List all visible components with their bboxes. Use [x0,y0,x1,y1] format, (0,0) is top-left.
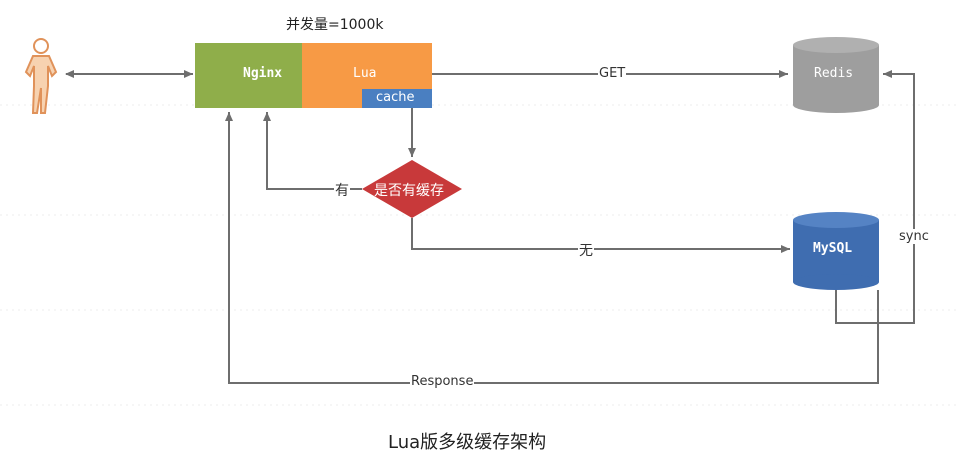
response-label: Response [410,374,475,389]
decision-label: 是否有缓存 [374,183,444,199]
nginx-box [195,43,302,108]
cache-decision-diamond [362,160,462,218]
no-label: 无 [578,240,594,260]
yes-arrow [263,112,362,190]
cache-box [362,89,432,108]
cache-label: cache [376,90,415,105]
get-label: GET [598,66,627,81]
concurrency-label: 并发量=1000k [286,17,384,33]
yes-label: 有 [334,180,350,200]
mysql-label: MySQL [813,241,853,256]
mysql-cylinder [793,212,879,290]
sync-label: sync [897,229,931,244]
redis-label: Redis [814,66,854,81]
redis-cylinder [793,37,879,113]
lua-label: Lua [353,66,377,81]
diagram-caption: Lua版多级缓存架构 [388,432,547,453]
no-arrow [411,218,790,253]
sync-arrow [835,70,915,324]
user-person-icon [24,38,58,114]
nginx-label: Nginx [243,66,283,81]
response-arrow [225,112,879,384]
